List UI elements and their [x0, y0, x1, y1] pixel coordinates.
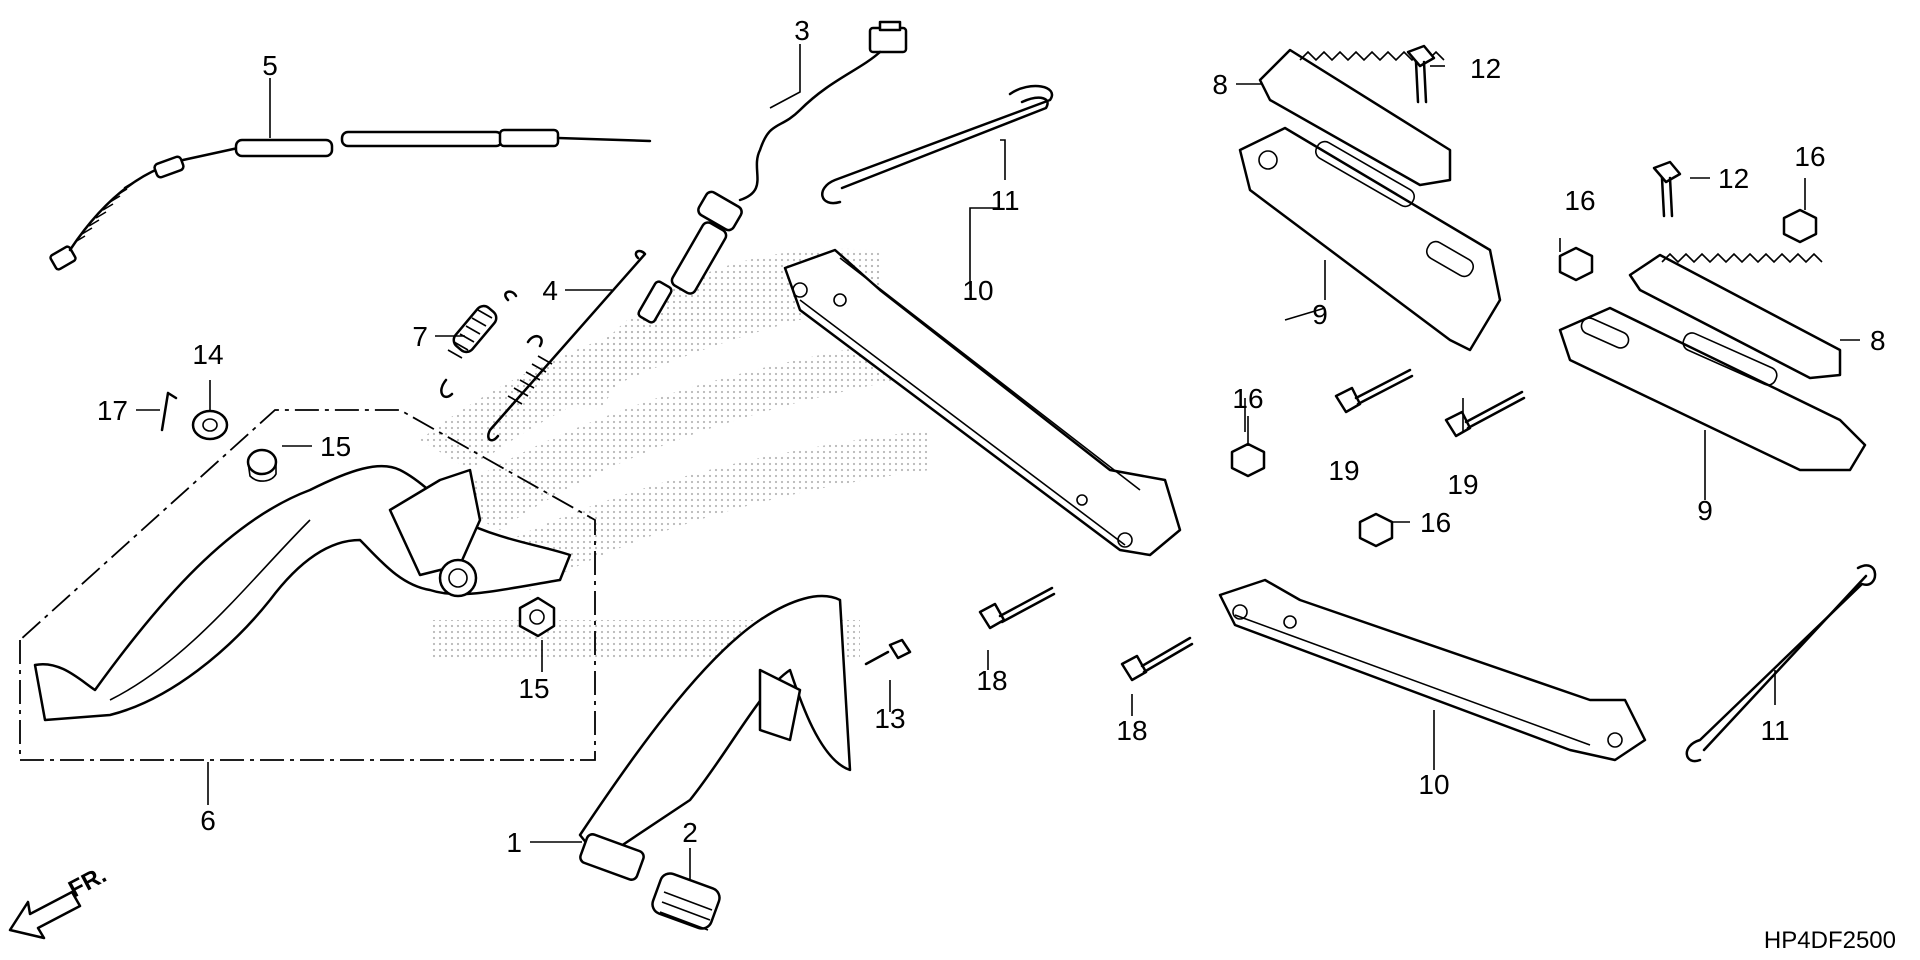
part-2-rubber [651, 872, 721, 931]
part-9-bracket-upper [1238, 126, 1502, 352]
callout-7: 7 [412, 321, 428, 352]
part-13-bolt [864, 638, 912, 666]
callout-14: 14 [192, 339, 223, 370]
part-11-rod-upper [821, 84, 1054, 205]
callout-5: 5 [262, 50, 278, 81]
part-15-nut-lower [518, 596, 556, 638]
callout-19-b: 19 [1447, 469, 1478, 500]
callout-10-upper: 10 [962, 275, 993, 306]
callout-16-a: 16 [1232, 383, 1263, 414]
callout-9-lower: 9 [1697, 495, 1713, 526]
diagram-code: HP4DF2500 [1764, 927, 1896, 954]
callout-18-a: 18 [976, 665, 1007, 696]
callout-11-lower: 11 [1760, 715, 1789, 746]
part-5-cable [49, 128, 652, 271]
part-19-bolt-a [1334, 368, 1414, 414]
part-4-spring-rod [487, 249, 647, 442]
part-9-bracket-lower [1558, 306, 1867, 472]
callout-15-upper: 15 [320, 431, 351, 462]
part-16-nut-d [1782, 208, 1818, 244]
part-18-bolt-upper [978, 586, 1056, 630]
callout-13: 13 [874, 703, 905, 734]
part-15-collar-upper [246, 448, 278, 482]
callout-17: 17 [97, 395, 128, 426]
part-19-bolt-b [1444, 390, 1526, 438]
part-6-pedal-assembly [19, 409, 596, 761]
callout-16-c: 16 [1564, 185, 1595, 216]
front-direction-arrow: FR. [8, 861, 111, 940]
part-17-pin [160, 391, 178, 432]
callout-11-upper: 11 [990, 185, 1019, 216]
leader-lines [136, 44, 1860, 880]
callout-10-lower: 10 [1418, 769, 1449, 800]
part-16-nut-a [1230, 442, 1266, 478]
part-1-brake-pedal [578, 594, 852, 881]
part-11-rod-lower [1685, 564, 1877, 763]
part-10-arm-lower [1218, 578, 1647, 762]
callout-1: 1 [506, 827, 522, 858]
callout-16-d: 16 [1794, 141, 1825, 172]
part-14-washer [191, 409, 229, 441]
part-10-arm-upper [783, 248, 1182, 557]
callout-2: 2 [682, 817, 698, 848]
part-16-nut-b [1358, 512, 1394, 548]
callout-18-b: 18 [1116, 715, 1147, 746]
part-3-switch [637, 20, 908, 324]
part-7-spring [440, 290, 553, 405]
callout-8-lower: 8 [1870, 325, 1886, 356]
part-12-bolt-lower [1652, 160, 1682, 218]
callout-12-lower: 12 [1718, 163, 1749, 194]
callout-3: 3 [794, 15, 810, 46]
callout-19-a: 19 [1328, 455, 1359, 486]
callout-8-upper: 8 [1212, 69, 1228, 100]
part-16-nut-c [1558, 246, 1594, 282]
callout-6: 6 [200, 805, 216, 836]
part-12-bolt-upper [1406, 44, 1436, 104]
part-18-bolt-lower [1120, 636, 1194, 682]
callout-16-b: 16 [1420, 507, 1451, 538]
part-8-plate-lower [1628, 252, 1842, 380]
callout-15-lower: 15 [518, 673, 549, 704]
callout-9-upper: 9 [1312, 299, 1328, 330]
callout-4: 4 [542, 275, 558, 306]
callout-12-upper: 12 [1470, 53, 1501, 84]
